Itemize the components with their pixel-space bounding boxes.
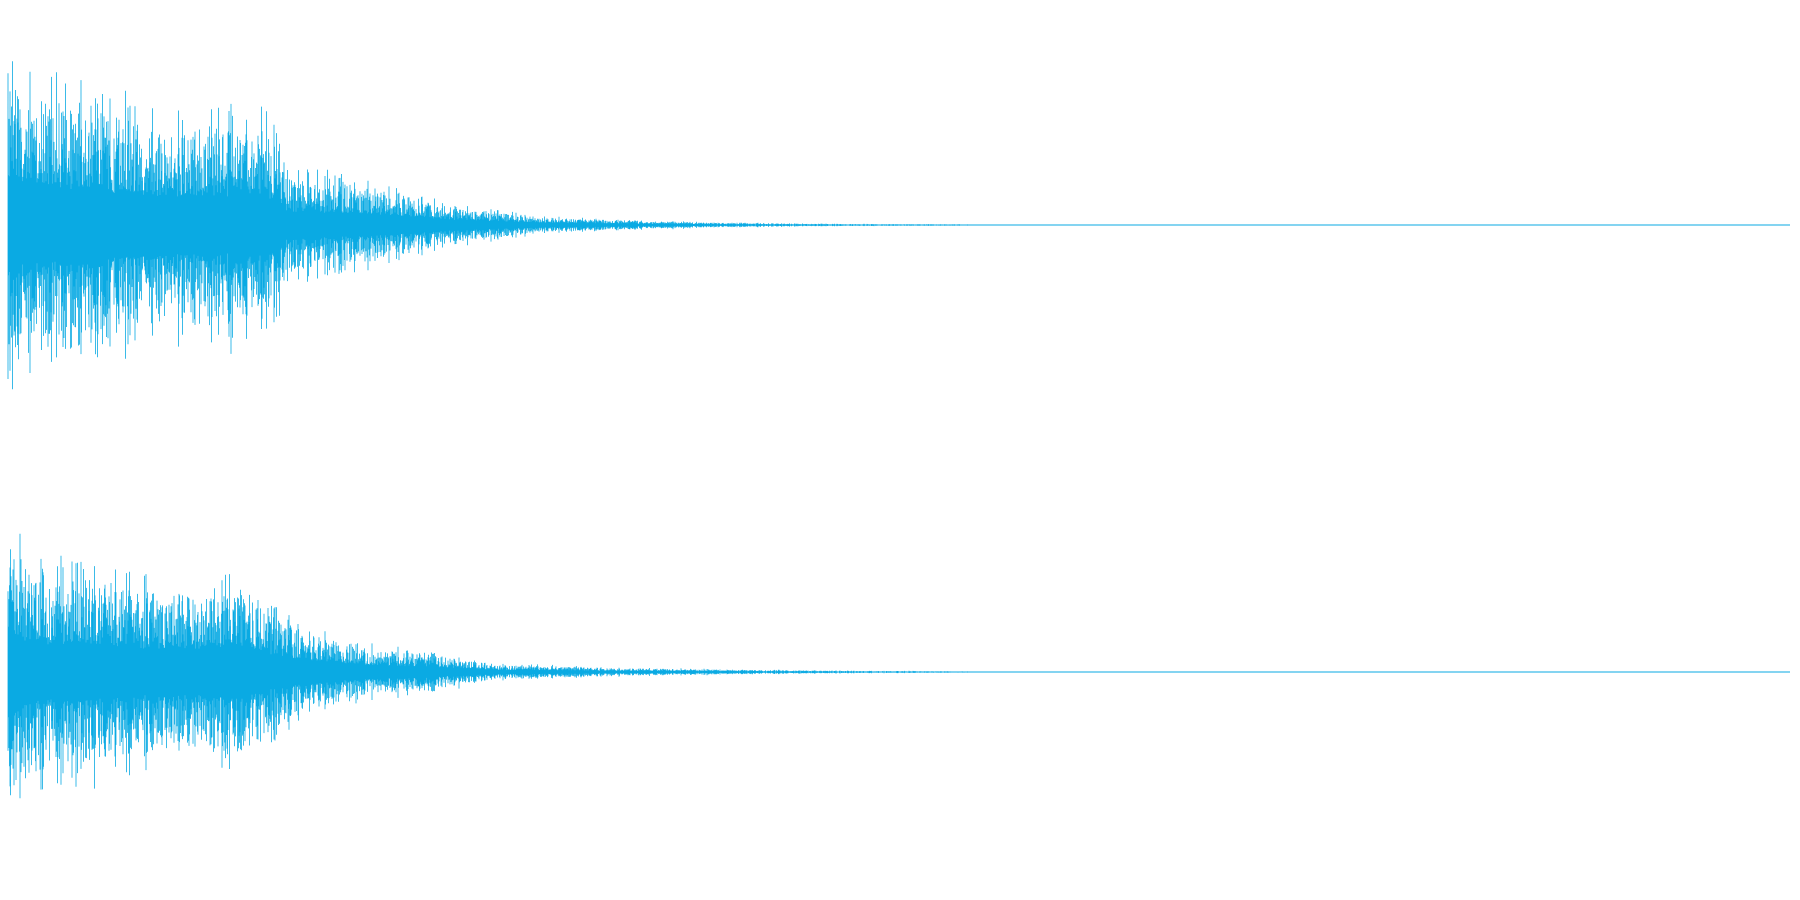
channel-2-samples: [7, 533, 978, 799]
channel-2-waveform: [7, 533, 1790, 799]
channel-1-samples: [7, 61, 978, 390]
channel-1-waveform: [7, 61, 1790, 390]
